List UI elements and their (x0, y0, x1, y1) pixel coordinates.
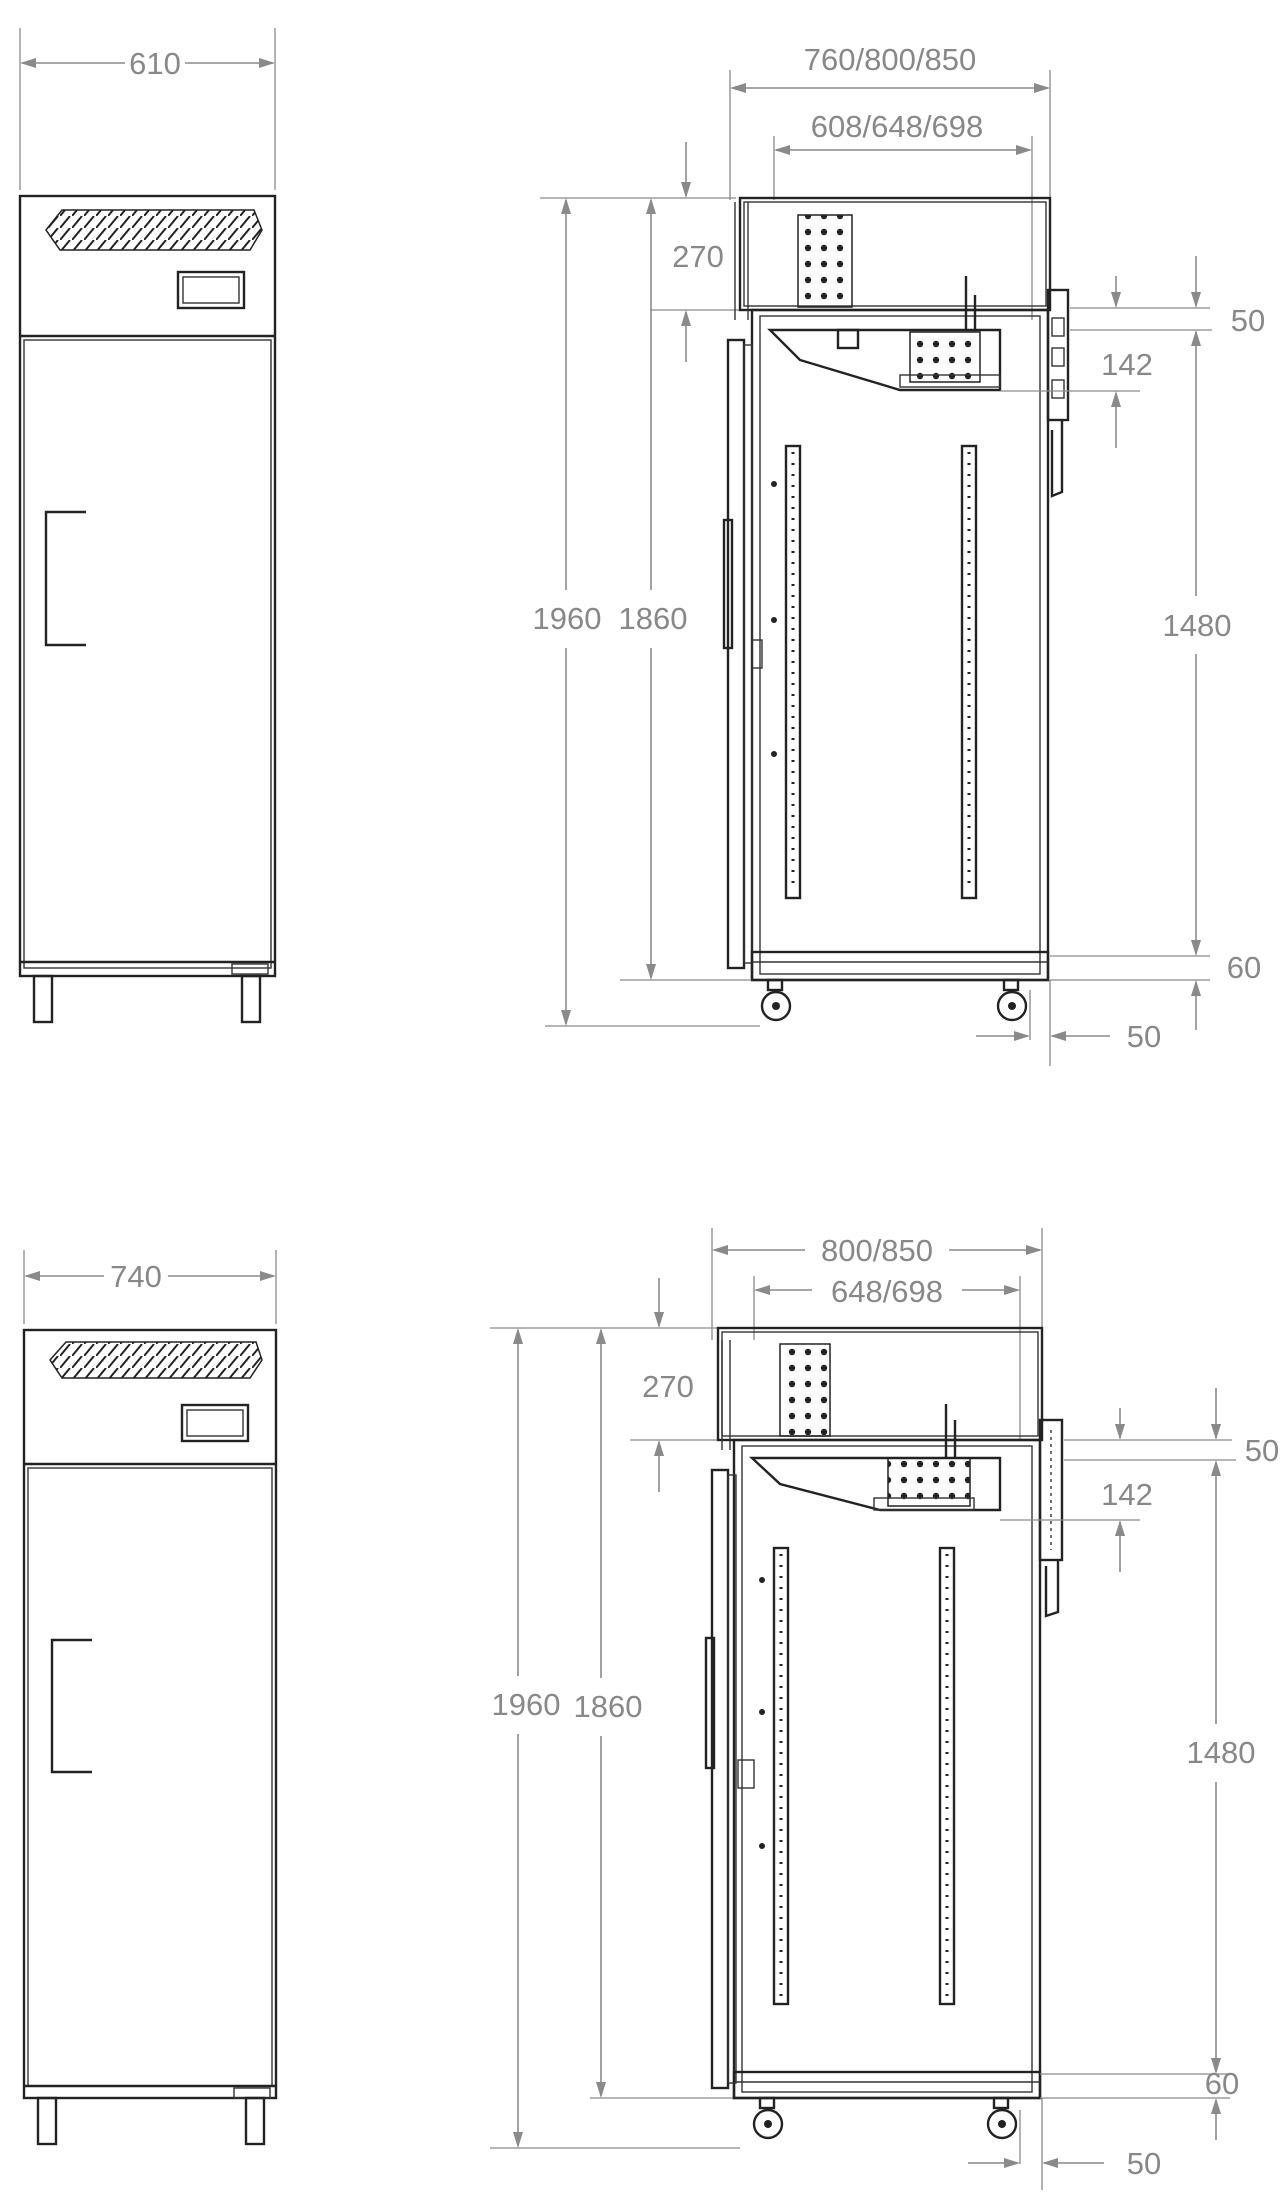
dim-width-front-bottom: 740 (110, 1259, 162, 1294)
dim-rear-offset-bottom: 50 (1127, 2146, 1161, 2181)
dim-evaporator-top: 142 (1101, 347, 1153, 382)
side-view-bottom: 800/850 648/698 270 1960 1860 (490, 1228, 1279, 2190)
dim-overall-depth-top: 760/800/850 (804, 42, 976, 77)
dim-rear-offset-top: 50 (1127, 1019, 1161, 1054)
dim-inner-depth-top: 608/648/698 (811, 109, 983, 144)
dim-body-height-bottom: 1860 (574, 1689, 643, 1724)
dim-shelf-span-bottom: 1480 (1187, 1735, 1256, 1770)
dim-overall-depth-bottom: 800/850 (821, 1233, 933, 1268)
dim-base-top: 60 (1227, 950, 1261, 985)
dim-total-height-bottom: 1960 (492, 1687, 561, 1722)
dim-top-unit-bottom: 270 (642, 1369, 694, 1404)
dim-shelf-span-top: 1480 (1163, 608, 1232, 643)
dim-total-height-top: 1960 (533, 601, 602, 636)
front-view-top: 610 (18, 28, 277, 1024)
dim-upper-gap-top: 50 (1231, 303, 1265, 338)
dim-upper-gap-bottom: 50 (1245, 1433, 1279, 1468)
dim-body-height-top: 1860 (619, 601, 688, 636)
dim-width-front-top: 610 (129, 46, 181, 81)
side-view-top: 760/800/850 608/648/698 270 1960 1860 (533, 38, 1265, 1066)
dim-base-bottom: 60 (1205, 2066, 1239, 2101)
front-view-bottom: 740 (22, 1250, 278, 2146)
dim-evaporator-bottom: 142 (1101, 1477, 1153, 1512)
dim-top-unit-top: 270 (672, 239, 724, 274)
dim-inner-depth-bottom: 648/698 (831, 1274, 943, 1309)
